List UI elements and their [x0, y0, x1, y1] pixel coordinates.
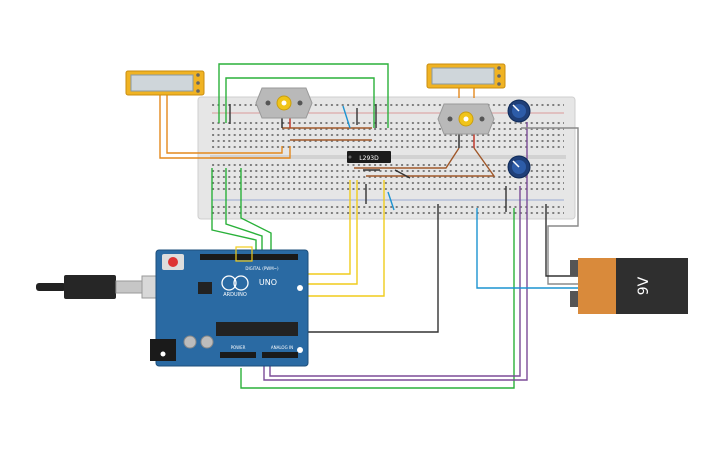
- lcd-display-2: [426, 63, 506, 89]
- battery-9v: 9V: [570, 258, 688, 314]
- l293d-label: L293D: [359, 155, 379, 162]
- purple-wires: [263, 122, 528, 381]
- green-wires: [211, 63, 515, 389]
- l293d-chip: L293D: [347, 151, 391, 163]
- black-wires: [229, 104, 580, 333]
- arduino-uno: ARDUINO UNO DIGITAL (PWM~) POWER ANALOG …: [150, 246, 309, 367]
- usb-cable: [36, 275, 161, 299]
- gray-wires: [521, 127, 579, 285]
- potentiometer-2: [507, 155, 531, 179]
- brown-wires: [282, 127, 496, 177]
- digital-header-label: DIGITAL (PWM~): [245, 266, 279, 271]
- arduino-brand-label: ARDUINO: [223, 292, 247, 298]
- potentiometer-1: [507, 99, 531, 123]
- power-header-label: POWER: [231, 345, 246, 350]
- orange-wires: [159, 88, 475, 159]
- battery-label: 9V: [636, 276, 652, 295]
- dc-motor-2: [437, 103, 495, 148]
- arduino-model-label: UNO: [259, 278, 277, 287]
- jumper-wires: [356, 108, 507, 212]
- dc-motor-1: [255, 87, 313, 128]
- analog-header-label: ANALOG IN: [271, 345, 293, 350]
- lcd-display-1: [125, 70, 205, 96]
- blue-wires: [342, 105, 578, 289]
